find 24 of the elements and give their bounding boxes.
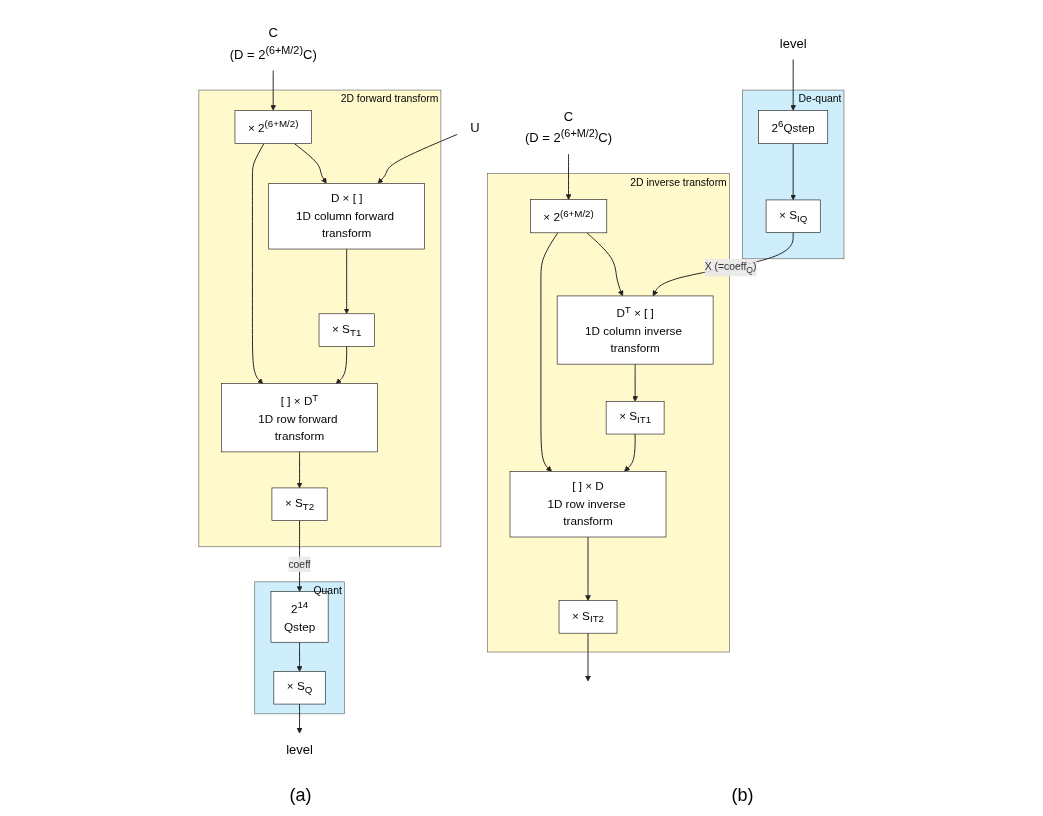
node-box: × 2$^{(6+M/2)}$ — [530, 198, 608, 233]
node-text: level — [779, 35, 807, 51]
node-box: × 2$^{(6+M/2)}$ — [234, 109, 312, 144]
node-box: 2$^{6}$Qstep — [758, 109, 829, 144]
edge-label: X (=coeff$_{Q}$) — [704, 260, 757, 275]
node-text: level — [286, 741, 314, 757]
edge-label: coeff — [288, 557, 311, 569]
node-text: U — [470, 119, 480, 134]
node-box: [ ] × D 1D row inverse transform — [509, 470, 667, 537]
node-box: D × [ ] 1D column forward transform — [268, 182, 426, 249]
panel-label: (b) — [731, 785, 754, 806]
node-text: C — [268, 24, 278, 40]
panel-label: (a) — [289, 785, 312, 806]
node-box: × S$_{Q}$ — [273, 670, 326, 704]
node-box: × S$_{T2}$ — [271, 487, 328, 521]
node-box: × S$_{IQ}$ — [765, 199, 821, 233]
node-text: C — [563, 108, 574, 123]
node-box: × S$_{IT1}$ — [605, 400, 665, 434]
node-box: × S$_{IT2}$ — [558, 599, 618, 634]
node-box: [ ] × D$^{T}$ 1D row forward transform — [221, 382, 378, 452]
node-box: D$^{T}$ × [ ] 1D column inverse transform — [556, 295, 714, 364]
node-label: (D = 2$^{(6+M/2)}$C) — [525, 127, 613, 145]
node-label: (D = 2$^{(6+M/2)}$C) — [229, 43, 317, 61]
node-box: × S$_{T1}$ — [318, 312, 375, 347]
